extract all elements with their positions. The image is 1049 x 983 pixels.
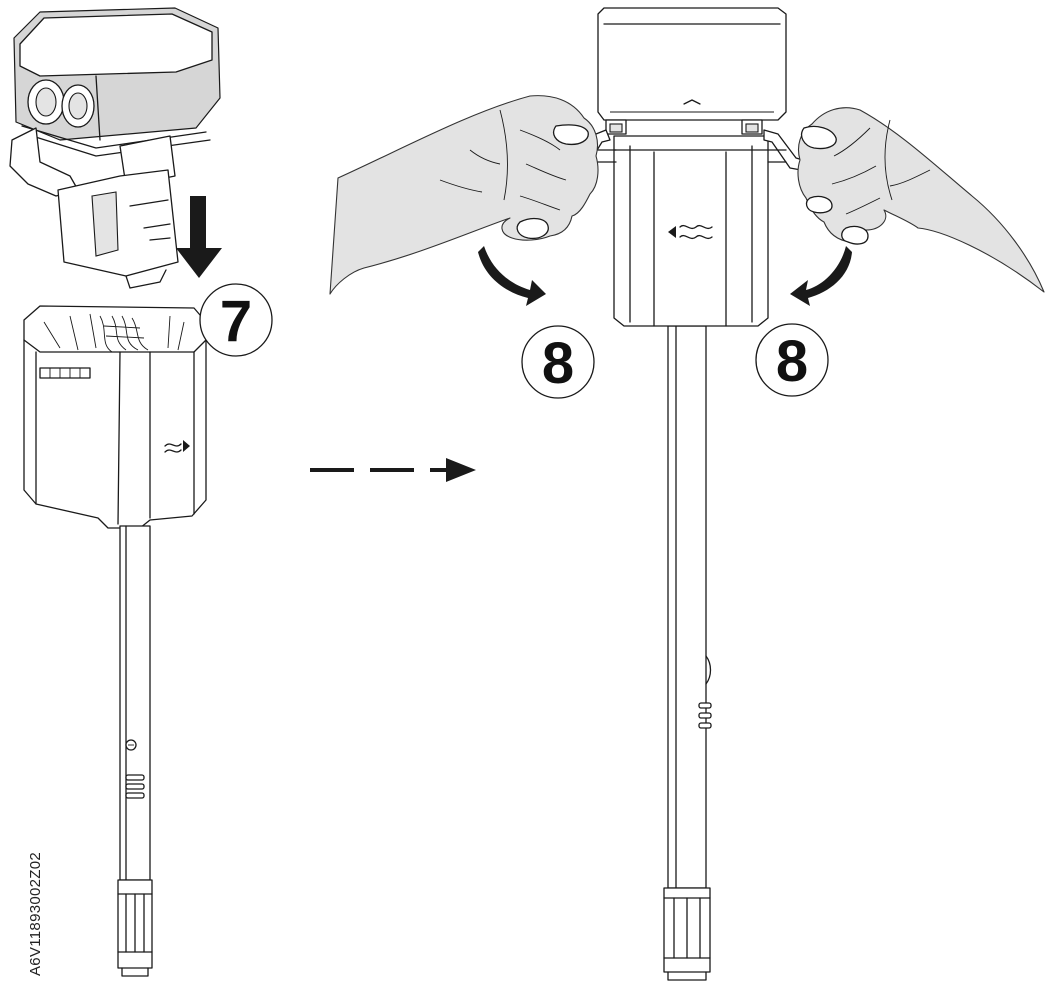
step-8-right-label: 8 — [776, 329, 808, 394]
step-7-label: 7 — [220, 289, 252, 354]
step-8-right-circle — [755, 323, 829, 397]
right-hand — [797, 107, 1045, 293]
probe-tube-left — [117, 525, 153, 977]
step-7-circle — [199, 283, 273, 357]
insert-down-arrow — [176, 196, 222, 278]
step-8-left-circle — [521, 325, 595, 399]
right-assembly: 8 8 — [329, 7, 1045, 981]
rotate-arrow-left — [478, 246, 546, 306]
cover — [597, 7, 787, 135]
probe-tube-right — [663, 325, 712, 981]
step-8-left-label: 8 — [542, 331, 574, 396]
transition-arrow — [310, 458, 476, 482]
document-id: A6V11893002Z02 — [27, 852, 44, 976]
base-housing — [23, 305, 207, 529]
left-hand — [329, 95, 599, 295]
left-assembly: 7 — [9, 7, 273, 977]
rotate-arrow-right — [790, 246, 852, 306]
electronics-module — [9, 7, 221, 289]
device-body — [613, 135, 769, 327]
